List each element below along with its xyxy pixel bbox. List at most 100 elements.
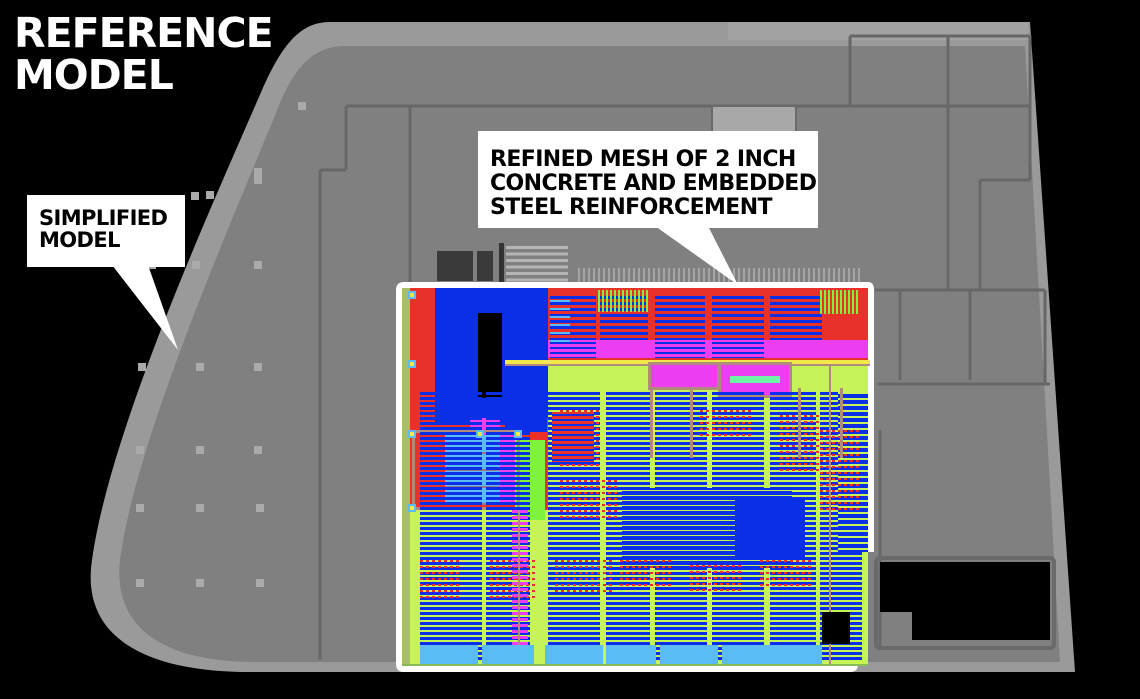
mesh-red-dot [832,484,835,486]
mesh-red-dot [856,484,859,486]
mesh-red-dot [804,427,807,429]
mesh-red-dot [850,430,853,432]
mesh-red-dot [690,571,693,573]
mesh-red-dot [450,566,453,568]
mesh-rebar [486,542,530,545]
mesh-red-dot [844,448,847,450]
mesh-rebar [770,642,816,645]
mesh-red-dot [838,472,841,474]
mesh-red-dot [584,410,587,412]
mesh-red-dot [844,472,847,474]
mesh-red-dot [850,508,853,510]
mesh-red-dot [738,589,741,591]
mesh-red-dot [850,502,853,504]
mesh-red-dot [838,490,841,492]
mesh-red-dot [555,578,558,580]
mesh-rebar [486,592,530,595]
mesh-rebar [420,462,482,465]
mesh-red-dot [808,584,811,586]
callout-line: STEEL REINFORCEMENT [490,195,773,220]
mesh-red-dot [596,428,599,430]
mesh-rebar [770,607,816,610]
mesh-red-dot [816,469,819,471]
mesh-rebar [770,567,816,570]
mesh-red-dot [738,583,741,585]
mesh-rebar [606,602,650,605]
mesh-red-dot [566,498,569,500]
mesh-rebar [655,342,705,344]
mesh-rebar [552,459,594,461]
mesh-rebar [550,352,596,354]
mesh-red-dot [603,566,606,568]
mesh-vertical-bar [848,290,850,314]
mesh-red-dot [712,410,715,412]
mesh-rebar [486,507,530,510]
mesh-red-dot [632,560,635,562]
mesh-vertical-bar [642,290,644,312]
mesh-rebar [550,347,596,349]
mesh-red-dot [780,445,783,447]
mesh-rebar [420,547,482,550]
mesh-red-dot [732,583,735,585]
mesh-red-dot [596,452,599,454]
column-marker [136,579,144,587]
mesh-vertical-bar [824,290,826,314]
mesh-red-dot [591,578,594,580]
mesh-node-core [516,432,520,436]
mesh-red-dot [438,596,441,598]
mesh-red-dot [748,428,751,430]
mesh-rebar [770,447,816,450]
mesh-red-dot [620,578,623,580]
mesh-red-dot [742,434,745,436]
mesh-rebar [770,412,816,415]
mesh-vertical-bar [828,290,830,314]
mesh-red-dot [786,463,789,465]
mesh-red-dot [844,454,847,456]
mesh-rebar [548,607,600,610]
rebar-tick [833,268,835,282]
mesh-red-dot [838,478,841,480]
mesh-rebar [420,497,482,500]
mesh-red-dot [850,484,853,486]
mesh-rebar [420,567,482,570]
mesh-node-core [478,432,482,436]
mesh-red-dot [596,498,599,500]
mesh-rebar [838,530,868,532]
mesh-red-dot [786,445,789,447]
mesh-cyan-footing [482,645,534,664]
mesh-red-dot [596,516,599,518]
mesh-red-dot [780,421,783,423]
mesh-rebar [655,332,705,335]
mesh-rebar [420,437,482,440]
mesh-rebar [486,472,530,475]
mesh-red-dot [444,572,447,574]
callout-line: SIMPLIFIED [39,206,168,230]
mesh-red-dot [626,572,629,574]
mesh-red-dot [603,560,606,562]
mesh-rebar [655,462,707,465]
mesh-red-dot [838,502,841,504]
mesh-rebar [420,537,482,540]
mesh-red-dot [662,578,665,580]
mesh-rebar [548,587,600,590]
mesh-red-dot [690,577,693,579]
rebar-tick [598,268,600,282]
mesh-red-dot [772,560,775,562]
mesh-rebar [770,612,816,615]
mesh-rebar [712,482,764,485]
mesh-rebar [655,326,705,329]
mesh-red-dot [838,430,841,432]
mesh-rebar [486,487,530,490]
mesh-rebar [606,482,650,485]
mesh-rebar [486,632,530,635]
mesh-red-dot [555,560,558,562]
mesh-red-dot [502,560,505,562]
mesh-red-dot [420,590,423,592]
mesh-red-dot [632,572,635,574]
mesh-red-dot [656,584,659,586]
mesh-red-dot [712,434,715,436]
mesh-red-dot [702,583,705,585]
mesh-rebar [606,397,650,400]
mesh-red-dot [567,590,570,592]
mesh-red-dot [590,480,593,482]
